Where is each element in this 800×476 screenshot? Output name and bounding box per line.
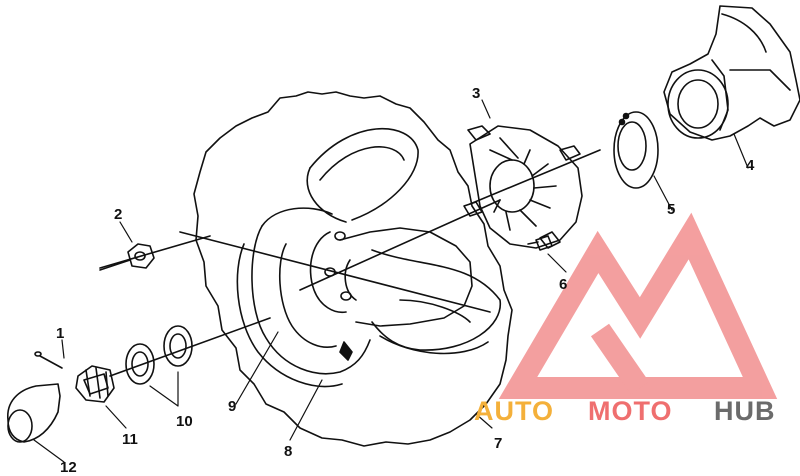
watermark-logo bbox=[498, 212, 778, 399]
callout-6: 6 bbox=[559, 276, 568, 293]
callout-12: 12 bbox=[60, 459, 77, 476]
callout-9: 9 bbox=[228, 398, 237, 415]
watermark-text: AUTO MOTO HUB bbox=[474, 398, 798, 428]
tire bbox=[193, 91, 513, 447]
stud bbox=[527, 235, 553, 251]
washer-axis-line bbox=[109, 317, 271, 377]
watermark-auto: AUTO bbox=[474, 396, 555, 426]
callout-10: 10 bbox=[176, 413, 193, 430]
callout-7: 7 bbox=[494, 435, 503, 452]
callout-2: 2 bbox=[114, 206, 123, 223]
watermark-hub: HUB bbox=[714, 396, 776, 426]
wheel-hub bbox=[463, 125, 583, 249]
callout-3: 3 bbox=[472, 85, 481, 102]
lug-nut bbox=[99, 243, 155, 271]
leader-lines bbox=[33, 99, 749, 463]
callout-8: 8 bbox=[284, 443, 293, 460]
washer-set bbox=[125, 325, 193, 385]
wheel-rim bbox=[236, 207, 473, 388]
snap-ring bbox=[613, 111, 659, 189]
spindle-housing bbox=[663, 5, 800, 141]
axle-line bbox=[99, 235, 211, 269]
axle-shaft bbox=[179, 149, 601, 313]
watermark-moto: MOTO bbox=[588, 396, 673, 426]
callout-1: 1 bbox=[56, 325, 65, 342]
cotter-pin bbox=[34, 351, 63, 369]
callout-4: 4 bbox=[746, 157, 755, 174]
callout-11: 11 bbox=[122, 431, 138, 448]
callout-5: 5 bbox=[667, 201, 676, 218]
castle-nut bbox=[75, 365, 115, 403]
hub-cap bbox=[7, 383, 61, 443]
